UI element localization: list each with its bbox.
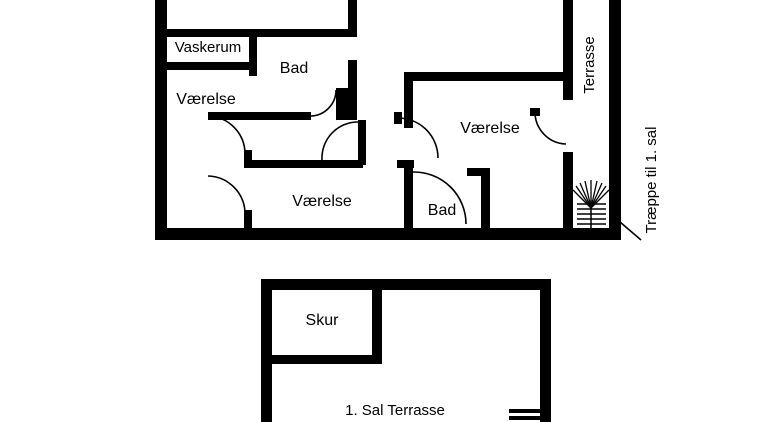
wall-exterior-bottom [155, 228, 621, 240]
wall-lower-right [540, 279, 551, 422]
room-label-bad-top: Bad [280, 60, 308, 77]
room-label-terrasse: Terrasse [581, 36, 598, 94]
wall-lower-top [261, 279, 551, 290]
wall-mid-divider-right [397, 160, 414, 168]
wall-vaerelse-right-jamb [404, 118, 413, 128]
door-jamb-vaerelse-left [244, 150, 252, 162]
wall-skur-bottom [261, 355, 382, 364]
room-label-bad-lower: Bad [428, 202, 456, 219]
annotation-1-sal-terrasse: 1. Sal Terrasse [345, 402, 445, 419]
wall-vaerelse-right-top [404, 72, 568, 81]
door-arc-bad-top [310, 89, 337, 117]
wall-vaskerum-bad [249, 29, 257, 76]
stair-step-icon [509, 409, 551, 420]
wall-exterior-right [609, 0, 621, 240]
door-jamb-terrace [530, 108, 540, 116]
wall-terrace-lower [563, 152, 573, 234]
door-jamb-vaerelse-lower [244, 210, 252, 232]
wall-bad-lower-right [481, 168, 490, 232]
wall-corridor-right-upper [348, 0, 357, 37]
annotation-trappe-til-1-sal: Træppe til 1. sal [643, 127, 660, 234]
room-label-vaerelse-lower: Værelse [292, 193, 352, 210]
room-label-skur: Skur [306, 312, 340, 329]
wall-skur-right [372, 279, 382, 363]
room-label-vaerelse-right: Værelse [460, 120, 520, 137]
door-arc-vaerelse-lower [207, 175, 246, 215]
wall-mid-divider [244, 160, 363, 168]
wall-vaskerum-bottom [155, 62, 257, 70]
wall-bad-lower-left [404, 168, 413, 232]
wall-terrace-upper [563, 0, 573, 100]
wall-vaerelse-right-left [404, 72, 413, 124]
door-arc-hall-left [321, 121, 359, 161]
door-arc-bad-lower [412, 171, 467, 225]
wall-bad-lower-top [467, 168, 490, 176]
spiral-staircase-icon [572, 180, 610, 228]
leader-line-trappe [612, 215, 642, 241]
door-jamb-hall-right [394, 112, 402, 124]
first-floor-terrace-group: Skur 1. Sal Terrasse [261, 279, 551, 422]
wall-exterior-left [155, 0, 167, 240]
wall-lower-left [261, 279, 272, 422]
wall-bad-top-door-jamb [336, 88, 357, 120]
ground-floor-group: Vaskerum Bad Værelse Værelse Værelse Bad… [155, 0, 660, 241]
wall-bad-top-bottom-left [249, 112, 311, 120]
wall-hall-vertical [358, 120, 366, 165]
door-arc-vaerelse-left [207, 115, 246, 155]
room-label-vaerelse-left: Værelse [176, 91, 236, 108]
room-label-vaskerum: Vaskerum [175, 39, 241, 56]
door-arc-terrace [534, 111, 567, 145]
wall-vaerelse-left-bottom [208, 112, 257, 120]
